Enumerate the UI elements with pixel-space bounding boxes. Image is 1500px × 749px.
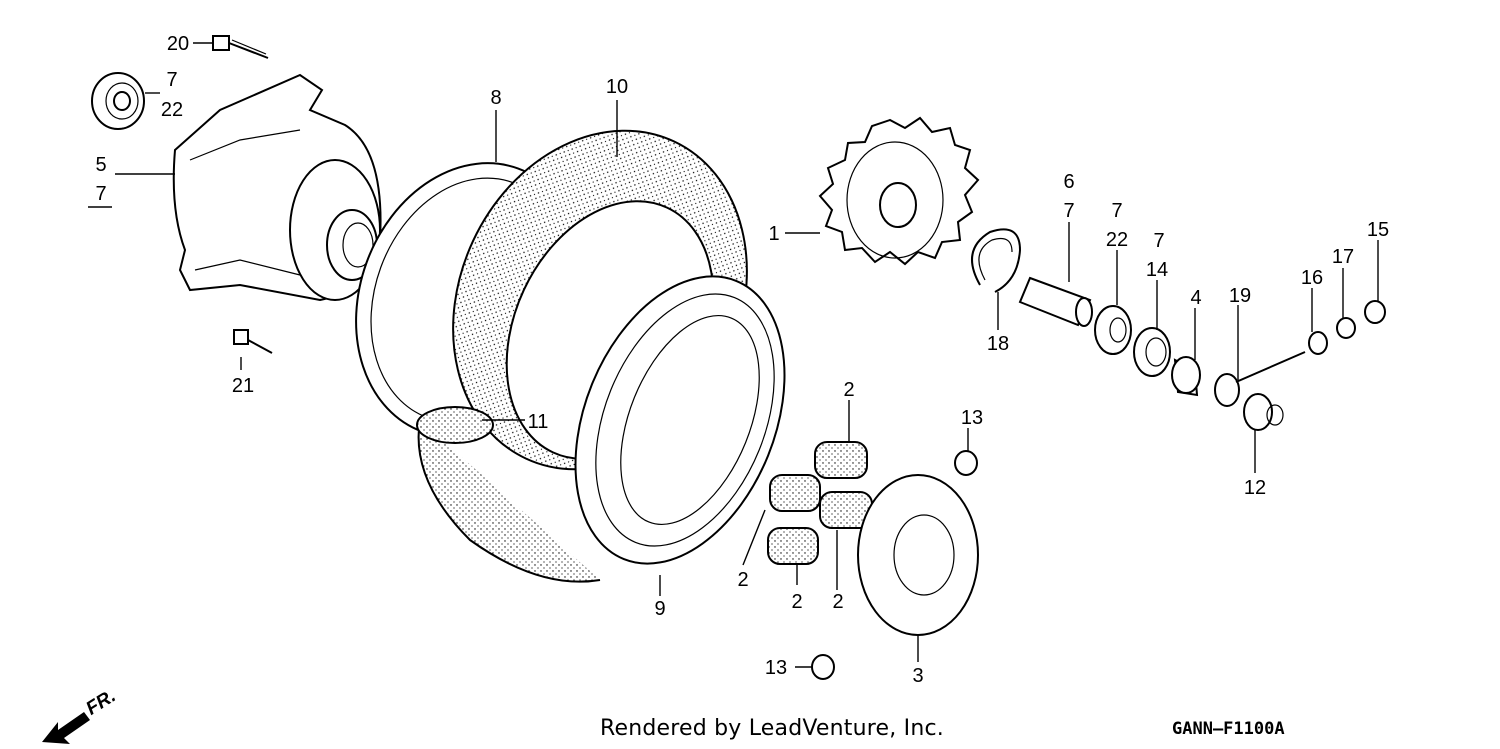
callout-17: 17: [1332, 246, 1354, 268]
nut-part-15: [1364, 300, 1386, 324]
callout-7-collar: 7: [1063, 200, 1074, 222]
callout-5: 5: [95, 154, 106, 176]
nut-part-13-top: [954, 450, 978, 476]
callout-8: 8: [490, 87, 501, 109]
rim-part-9: [574, 275, 786, 565]
callout-22-right: 22: [1106, 229, 1128, 251]
sprocket-part-1: [818, 116, 980, 266]
callout-14: 14: [1146, 259, 1168, 281]
callout-13-bottom: 13: [765, 657, 787, 679]
callout-4: 4: [1190, 287, 1201, 309]
callout-9: 9: [654, 598, 665, 620]
hub-part-5: [172, 73, 382, 302]
washer-part-17: [1336, 317, 1356, 339]
circlip-part-18: [971, 228, 1022, 293]
callout-2-bottom: 2: [791, 591, 802, 613]
callout-10: 10: [606, 76, 628, 98]
bearing-part-22-right: [1094, 305, 1132, 355]
callout-20: 20: [167, 33, 189, 55]
callout-3: 3: [912, 665, 923, 687]
callout-7-upper-left: 7: [166, 69, 177, 91]
callout-18: 18: [987, 333, 1009, 355]
nut-part-13-bottom: [811, 654, 835, 680]
callout-13-top: 13: [961, 407, 983, 429]
callout-2-top: 2: [843, 379, 854, 401]
front-arrow-icon: [42, 712, 90, 744]
bearing-part-22-left: [91, 72, 145, 130]
adjuster-part-19: [1214, 351, 1306, 407]
callout-1: 1: [768, 223, 779, 245]
callout-7-hub: 7: [95, 183, 106, 205]
callout-2-right: 2: [832, 591, 843, 613]
tube-part-11: [416, 406, 601, 583]
collar-part-6: [1018, 276, 1093, 327]
callout-2-left: 2: [737, 569, 748, 591]
diagram-code: GANN—F1100A: [1172, 719, 1285, 739]
callout-16: 16: [1301, 267, 1323, 289]
drum-part-3: [857, 474, 979, 636]
bolt-part-21: [233, 329, 273, 354]
damper-part-2: [767, 441, 873, 565]
callout-labels: 20 7 22 5 7 21 8 10 11 9 1 18 6 7 7 22 7…: [95, 33, 1389, 687]
seal-part-14: [1133, 327, 1171, 377]
spacer-part-4: [1171, 356, 1201, 397]
render-credit: Rendered by LeadVenture, Inc.: [600, 716, 944, 741]
callout-15: 15: [1367, 219, 1389, 241]
axle-nut-part-12: [1243, 393, 1284, 431]
callout-7-seal: 7: [1153, 230, 1164, 252]
callout-22-upper-left: 22: [161, 99, 183, 121]
callout-11: 11: [528, 411, 549, 433]
callout-19: 19: [1229, 285, 1251, 307]
leader-lines: [88, 42, 1379, 668]
callout-6: 6: [1063, 171, 1074, 193]
bolt-part-20: [212, 35, 269, 59]
callout-12: 12: [1244, 477, 1266, 499]
callout-7-bearing: 7: [1111, 200, 1122, 222]
callout-21: 21: [232, 375, 254, 397]
washer-part-16: [1308, 331, 1328, 355]
